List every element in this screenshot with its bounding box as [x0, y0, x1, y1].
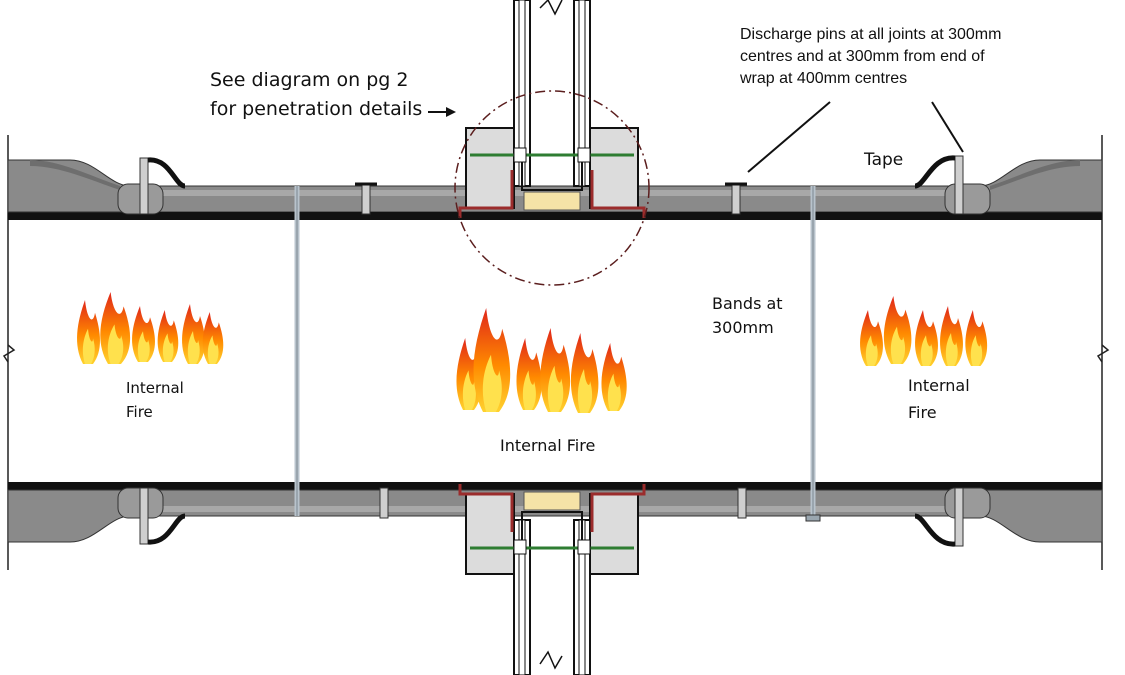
fire-left-label: Internal Fire	[126, 379, 184, 421]
right-break-mark	[1096, 344, 1110, 363]
flame-left-icon	[77, 292, 224, 364]
fire-center-label: Internal Fire	[500, 436, 596, 455]
see-diagram-label: See diagram on pg 2 for penetration deta…	[210, 69, 423, 120]
tape-label: Tape	[864, 150, 904, 170]
discharge-pins-label: Discharge pins at all joints at 300mm ce…	[740, 26, 1002, 87]
top-penetration	[458, 0, 646, 218]
left-break-mark	[2, 344, 16, 363]
see-diagram-arrow	[428, 107, 456, 117]
pins-leader-left	[747, 101, 831, 173]
bands-label: Bands at 300mm	[712, 294, 783, 337]
flame-center-icon	[456, 308, 627, 413]
band-right	[805, 186, 821, 522]
bottom-penetration	[458, 484, 646, 675]
flame-right-icon	[860, 296, 988, 366]
pins-leader-right	[931, 101, 964, 153]
fire-right-label: Internal Fire	[908, 376, 970, 422]
detail-circle	[454, 90, 650, 286]
